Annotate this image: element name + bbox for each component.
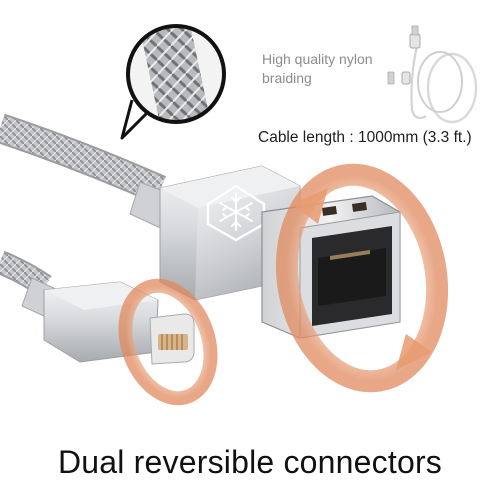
nylon-braiding-caption: High quality nylon braiding	[262, 51, 373, 86]
snowflake-logo-icon	[206, 184, 266, 242]
lightning-rotation-ring-icon	[118, 278, 218, 406]
headline-caption: Dual reversible connectors	[57, 444, 443, 480]
braided-cable-zoom-callout	[120, 24, 226, 140]
rotation-arrow-ring-icon	[275, 163, 449, 393]
cable-length-caption: Cable length : 1000mm (3.3 ft.)	[258, 129, 472, 146]
coiled-cable-thumbnail	[387, 25, 478, 124]
usb-a-connector	[159, 165, 401, 339]
usb-cable	[0, 113, 176, 231]
